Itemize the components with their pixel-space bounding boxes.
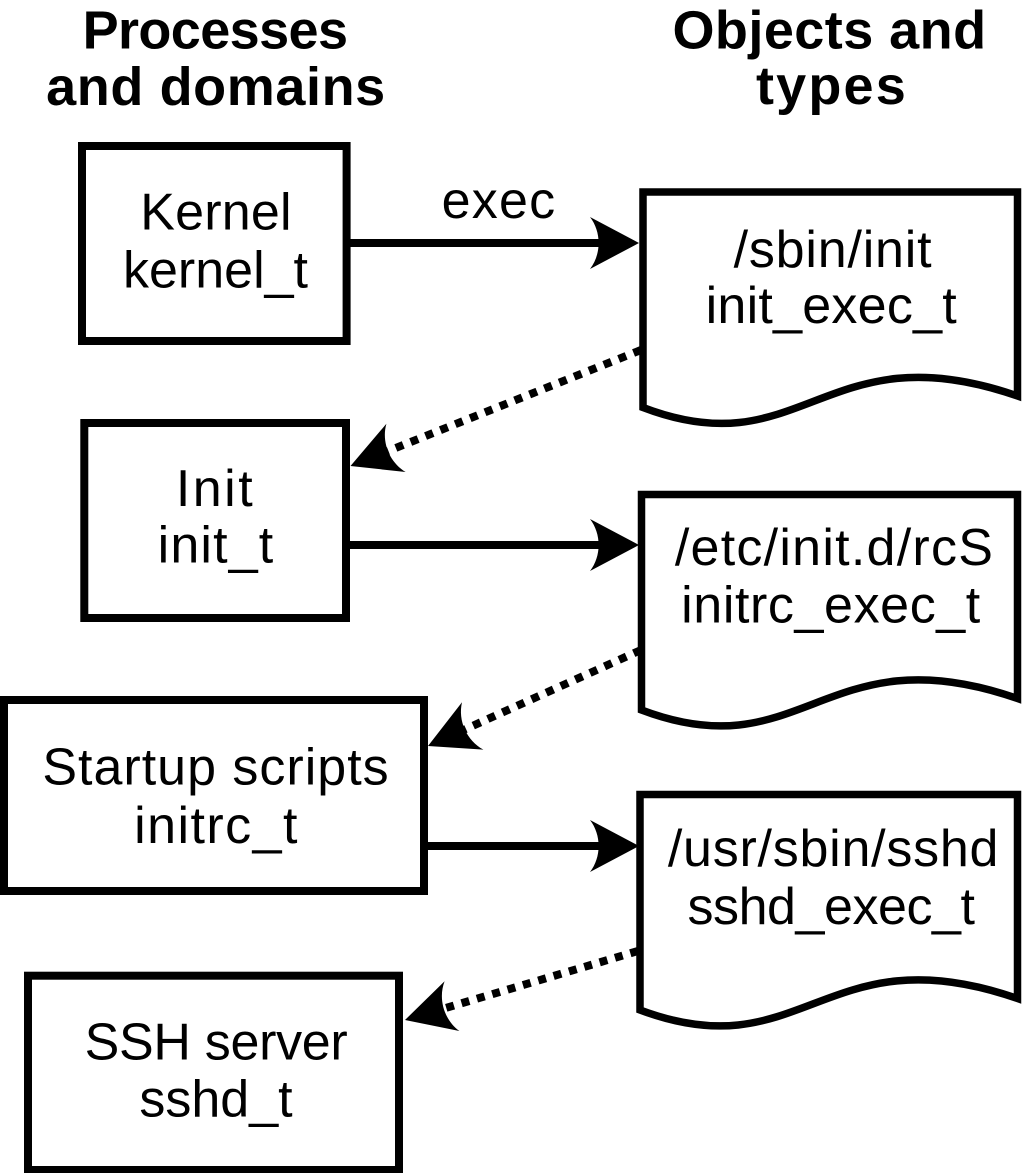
svg-text:init_exec_t: init_exec_t <box>706 277 958 335</box>
svg-text:Startup scripts: Startup scripts <box>42 739 389 797</box>
svg-text:sshd_t: sshd_t <box>139 1071 293 1129</box>
svg-text:and domains: and domains <box>46 57 386 117</box>
svg-text:Init: Init <box>176 460 255 518</box>
svg-text:exec: exec <box>442 172 557 230</box>
svg-text:Objects and: Objects and <box>672 1 986 61</box>
svg-text:kernel_t: kernel_t <box>123 242 309 300</box>
svg-text:initrc_t: initrc_t <box>134 797 299 855</box>
svg-text:sshd_exec_t: sshd_exec_t <box>687 878 975 936</box>
svg-text:/sbin/init: /sbin/init <box>734 221 933 279</box>
svg-text:types: types <box>756 56 908 116</box>
svg-text:SSH server: SSH server <box>85 1014 348 1072</box>
svg-text:Processes: Processes <box>83 1 348 61</box>
svg-text:init_t: init_t <box>158 517 275 575</box>
svg-text:/etc/init.d/rcS: /etc/init.d/rcS <box>675 519 994 577</box>
svg-text:/usr/sbin/sshd: /usr/sbin/sshd <box>668 820 999 878</box>
svg-text:Kernel: Kernel <box>140 184 292 242</box>
svg-text:initrc_exec_t: initrc_exec_t <box>681 577 981 635</box>
